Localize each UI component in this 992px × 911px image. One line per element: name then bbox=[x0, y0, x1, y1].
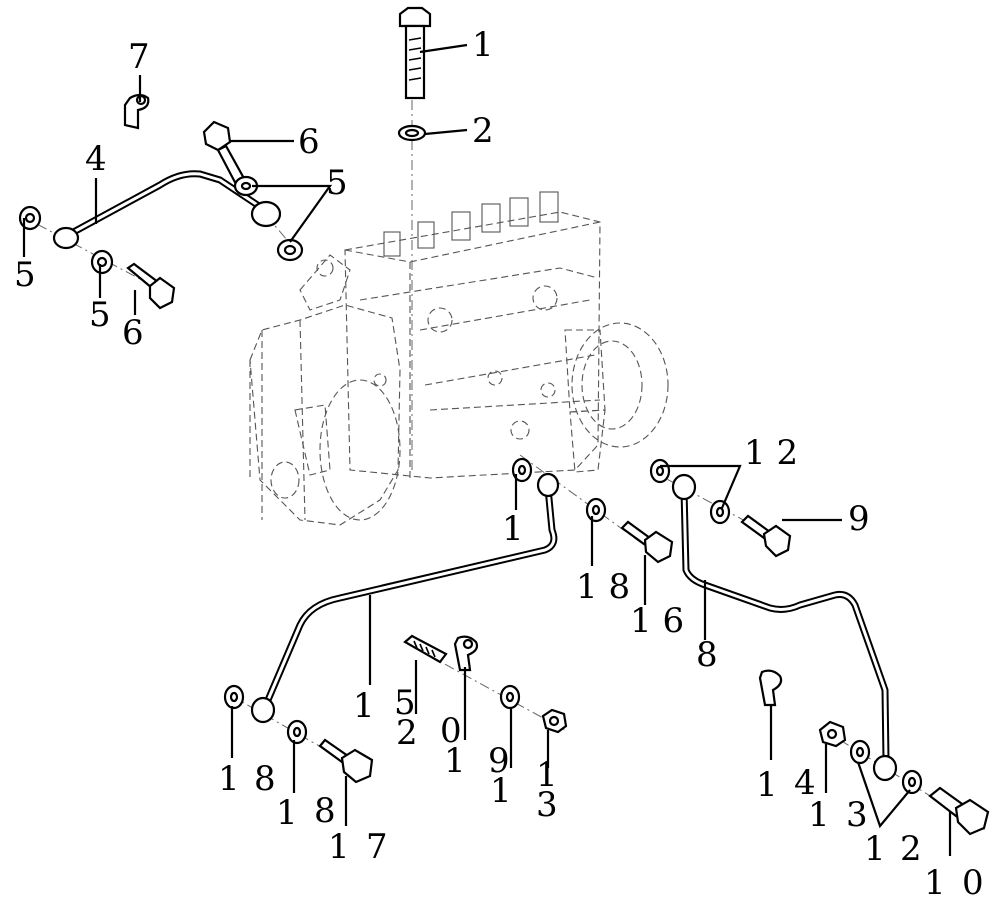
callout-label: 5 bbox=[326, 163, 348, 203]
callout-label: 1 6 bbox=[630, 601, 684, 641]
injection-pump-ghost bbox=[249, 191, 669, 526]
callout-label: 6 bbox=[298, 122, 320, 162]
pipe-part-4 bbox=[52, 170, 282, 250]
nut-part-13-left bbox=[541, 708, 568, 734]
callout-label: 1 bbox=[276, 793, 298, 833]
callout-label: 1 bbox=[490, 771, 512, 811]
clip-part-right bbox=[758, 669, 783, 707]
callout-label: 1 bbox=[444, 741, 466, 781]
callout-label: 2 bbox=[396, 713, 418, 753]
callout-label: 1 8 bbox=[576, 567, 630, 607]
callout-labels: 1 2 7 6 5 4 5 5 6 1 2 9 1 1 8 1 6 8 1 5 … bbox=[14, 25, 984, 903]
callout-label: 1 2 bbox=[744, 433, 798, 473]
bolt-part-6-lower bbox=[126, 262, 176, 310]
callout-label: 1 bbox=[218, 759, 240, 799]
callout-label: 5 bbox=[14, 255, 36, 295]
callout-label: 3 bbox=[846, 795, 868, 835]
callout-label: 4 bbox=[794, 763, 816, 803]
callout-label: 2 bbox=[900, 829, 922, 869]
callout-label: 8 bbox=[696, 635, 718, 675]
callout-label: 6 bbox=[122, 313, 144, 353]
callout-label: 1 bbox=[328, 827, 350, 867]
washers-part-5-left bbox=[18, 205, 114, 275]
banjo-bolt-part-17 bbox=[318, 738, 374, 784]
callout-label: 9 bbox=[488, 741, 510, 781]
washers-right bbox=[649, 458, 923, 795]
callout-label: 7 bbox=[366, 827, 388, 867]
stud-part-15 bbox=[403, 634, 448, 664]
washer-part-2-top bbox=[397, 124, 427, 142]
pipe-part-8 bbox=[671, 473, 898, 782]
callout-label: 1 bbox=[353, 686, 375, 726]
banjo-bolt-part-18-mid bbox=[620, 520, 674, 564]
callout-label: 5 bbox=[394, 683, 416, 723]
banjo-bolt-part-9 bbox=[740, 514, 792, 558]
callout-label: 1 bbox=[924, 863, 946, 903]
callout-label: 4 bbox=[85, 139, 107, 179]
nut-part-14 bbox=[818, 720, 847, 748]
callout-label: 0 bbox=[440, 711, 462, 751]
callout-label: 1 bbox=[536, 755, 558, 795]
callout-label: 0 bbox=[962, 863, 984, 903]
bolt-part-1-top bbox=[398, 6, 432, 100]
leader-lines bbox=[22, 43, 952, 856]
pipe-part-11 bbox=[250, 472, 560, 724]
callout-label: 1 bbox=[756, 765, 778, 805]
explode-axes bbox=[19, 100, 986, 831]
callout-label: 5 bbox=[89, 295, 111, 335]
washers-part-5-upper bbox=[233, 175, 304, 262]
clip-part-10 bbox=[453, 635, 479, 672]
connector-part-10 bbox=[928, 786, 990, 836]
callout-label: 1 bbox=[472, 25, 494, 65]
washers-lower-left bbox=[223, 457, 607, 745]
clip-part-7 bbox=[123, 93, 150, 130]
callout-label: 1 bbox=[502, 509, 524, 549]
callout-label: 8 bbox=[314, 791, 336, 831]
callout-label: 3 bbox=[536, 785, 558, 825]
callout-label: 1 bbox=[808, 795, 830, 835]
callout-label: 7 bbox=[128, 37, 150, 77]
callout-label: 9 bbox=[848, 499, 870, 539]
callout-label: 1 bbox=[864, 829, 886, 869]
callout-label: 8 bbox=[254, 759, 276, 799]
callout-label: 2 bbox=[472, 111, 494, 151]
